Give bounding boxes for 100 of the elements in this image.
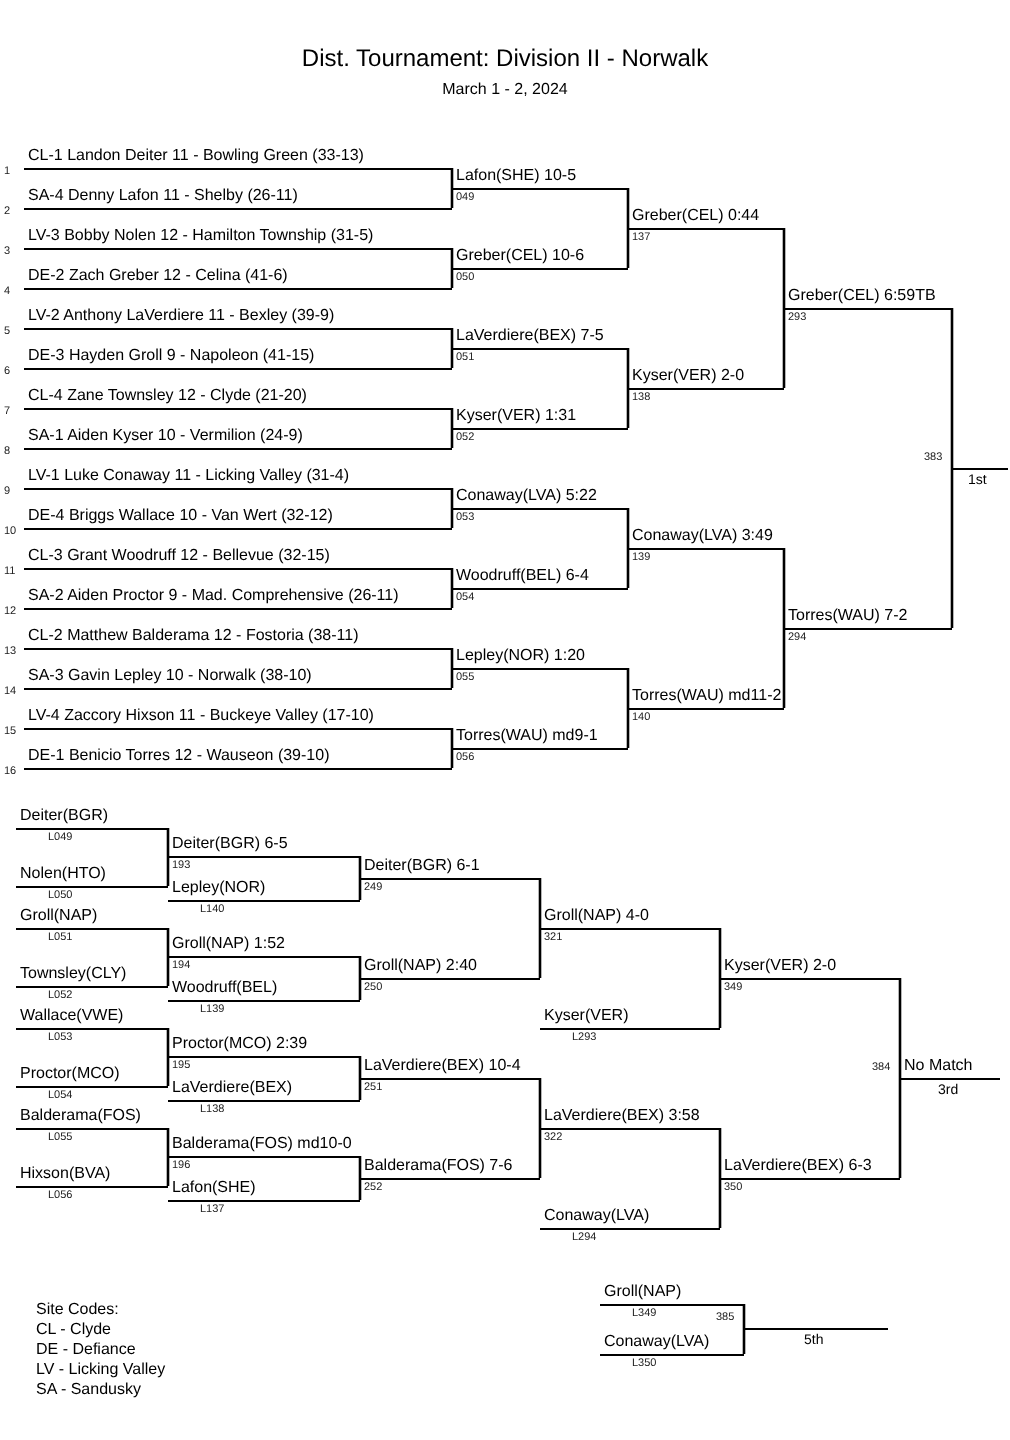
- bracket-connector: [166, 1026, 170, 1056]
- bracket-slot: Groll(NAP): [16, 906, 168, 930]
- bracket-slot: LaVerdiere(BEX) 7-5: [452, 326, 628, 350]
- bracket-connector: [626, 548, 630, 590]
- bracket-line: [952, 466, 1008, 470]
- bracket-connector: [782, 546, 786, 628]
- bracket-connector: [450, 668, 454, 690]
- bracket-connector: [626, 666, 630, 708]
- bracket-connector: [538, 928, 542, 980]
- bracket-connector: [166, 1156, 170, 1188]
- bracket-slot: Kyser(VER) 1:31: [452, 406, 628, 430]
- bracket-connector: [358, 854, 362, 878]
- bracket-slot: Kyser(VER): [540, 1006, 720, 1030]
- bracket-slot: SA-4 Denny Lafon 11 - Shelby (26-11): [24, 186, 452, 210]
- bracket-slot: Balderama(FOS) md10-0: [168, 1134, 360, 1158]
- bracket-connector: [718, 1126, 722, 1178]
- bracket-connector: [450, 588, 454, 610]
- bracket-slot: Deiter(BGR) 6-1: [360, 856, 540, 880]
- bracket-slot: Townsley(CLY): [16, 964, 168, 988]
- site-code: DE - Defiance: [36, 1340, 136, 1358]
- bracket-slot: Balderama(FOS): [16, 1106, 168, 1130]
- bracket-connector: [626, 388, 630, 430]
- bracket-slot: Torres(WAU) 7-2: [784, 606, 952, 630]
- bracket-connector: [450, 326, 454, 348]
- bracket-connector: [538, 1076, 542, 1128]
- site-code: CL - Clyde: [36, 1320, 111, 1338]
- bracket-connector: [782, 226, 786, 308]
- bracket-slot: Deiter(BGR): [16, 806, 168, 830]
- bracket-slot: Lepley(NOR): [168, 878, 360, 902]
- bracket-slot: DE-4 Briggs Wallace 10 - Van Wert (32-12): [24, 506, 452, 530]
- bracket-slot: Woodruff(BEL) 6-4: [452, 566, 628, 590]
- bracket-slot: Lafon(SHE) 10-5: [452, 166, 628, 190]
- bracket-slot: Conaway(LVA) 5:22: [452, 486, 628, 510]
- bracket-slot: No Match: [900, 1056, 1000, 1080]
- bracket-slot: Conaway(LVA): [600, 1332, 744, 1356]
- bracket-slot: Wallace(VWE): [16, 1006, 168, 1030]
- bracket-slot: Lafon(SHE): [168, 1178, 360, 1202]
- bracket-slot: Kyser(VER) 2-0: [628, 366, 784, 390]
- bracket-connector: [358, 1054, 362, 1078]
- bracket-slot: Groll(NAP) 2:40: [360, 956, 540, 980]
- bracket-connector: [450, 646, 454, 668]
- bracket-connector: [358, 1178, 362, 1202]
- bracket-connector: [450, 748, 454, 770]
- bracket-slot: CL-1 Landon Deiter 11 - Bowling Green (33-13): [24, 146, 452, 170]
- bracket-connector: [450, 268, 454, 290]
- bracket-connector: [782, 628, 786, 710]
- date-text: March 1 - 2, 2024: [440, 80, 570, 98]
- bracket-slot: Torres(WAU) md9-1: [452, 726, 628, 750]
- bracket-slot: Balderama(FOS) 7-6: [360, 1156, 540, 1180]
- bracket-slot: Proctor(MCO) 2:39: [168, 1034, 360, 1058]
- bracket-slot: Greber(CEL) 6:59TB: [784, 286, 952, 310]
- bracket-connector: [950, 306, 954, 468]
- bracket-slot: Woodruff(BEL): [168, 978, 360, 1002]
- bracket-connector: [450, 166, 454, 188]
- bracket-connector: [358, 1078, 362, 1102]
- bracket-slot: Lepley(NOR) 1:20: [452, 646, 628, 670]
- bracket-connector: [166, 956, 170, 988]
- bracket-slot: Conaway(LVA): [540, 1206, 720, 1230]
- bracket-connector: [450, 246, 454, 268]
- bracket-slot: CL-2 Matthew Balderama 12 - Fostoria (38-11): [24, 626, 452, 650]
- bracket-connector: [626, 186, 630, 228]
- bracket-connector: [166, 856, 170, 888]
- bracket-slot: LaVerdiere(BEX) 6-3: [720, 1156, 900, 1180]
- bracket-connector: [718, 926, 722, 978]
- bracket-connector: [358, 878, 362, 902]
- bracket-connector: [450, 566, 454, 588]
- bracket-slot: DE-2 Zach Greber 12 - Celina (41-6): [24, 266, 452, 290]
- bracket-slot: SA-2 Aiden Proctor 9 - Mad. Comprehensive (26-11): [24, 586, 452, 610]
- bracket-slot: DE-1 Benicio Torres 12 - Wauseon (39-10): [24, 746, 452, 770]
- bracket-connector: [718, 1178, 722, 1230]
- bracket-connector: [358, 978, 362, 1002]
- bracket-connector: [166, 1126, 170, 1156]
- bracket-connector: [450, 486, 454, 508]
- bracket-connector: [742, 1328, 746, 1356]
- bracket-slot: Nolen(HTO): [16, 864, 168, 888]
- bracket-connector: [166, 826, 170, 856]
- bracket-connector: [358, 954, 362, 978]
- site-code: LV - Licking Valley: [36, 1360, 166, 1378]
- bracket-slot: Hixson(BVA): [16, 1164, 168, 1188]
- bracket-connector: [166, 1056, 170, 1088]
- bracket-connector: [538, 1128, 542, 1180]
- bracket-slot: Torres(WAU) md11-2: [628, 686, 784, 710]
- bracket-connector: [950, 468, 954, 630]
- bracket-connector: [450, 406, 454, 428]
- bracket-slot: CL-4 Zane Townsley 12 - Clyde (21-20): [24, 386, 452, 410]
- bracket-connector: [450, 726, 454, 748]
- bracket-slot: Kyser(VER) 2-0: [720, 956, 900, 980]
- bracket-slot: LV-4 Zaccory Hixson 11 - Buckeye Valley (17-10): [24, 706, 452, 730]
- site-code-heading: Site Codes:: [36, 1300, 119, 1318]
- bracket-connector: [166, 926, 170, 956]
- bracket-connector: [538, 876, 542, 928]
- bracket-slot: LV-2 Anthony LaVerdiere 11 - Bexley (39-9): [24, 306, 452, 330]
- bracket-line: [744, 1326, 888, 1330]
- bracket-slot: Groll(NAP) 1:52: [168, 934, 360, 958]
- bracket-connector: [898, 976, 902, 1078]
- bracket-connector: [450, 188, 454, 210]
- bracket-slot: Proctor(MCO): [16, 1064, 168, 1088]
- bracket-connector: [358, 1154, 362, 1178]
- bracket-connector: [626, 708, 630, 750]
- bracket-connector: [742, 1302, 746, 1328]
